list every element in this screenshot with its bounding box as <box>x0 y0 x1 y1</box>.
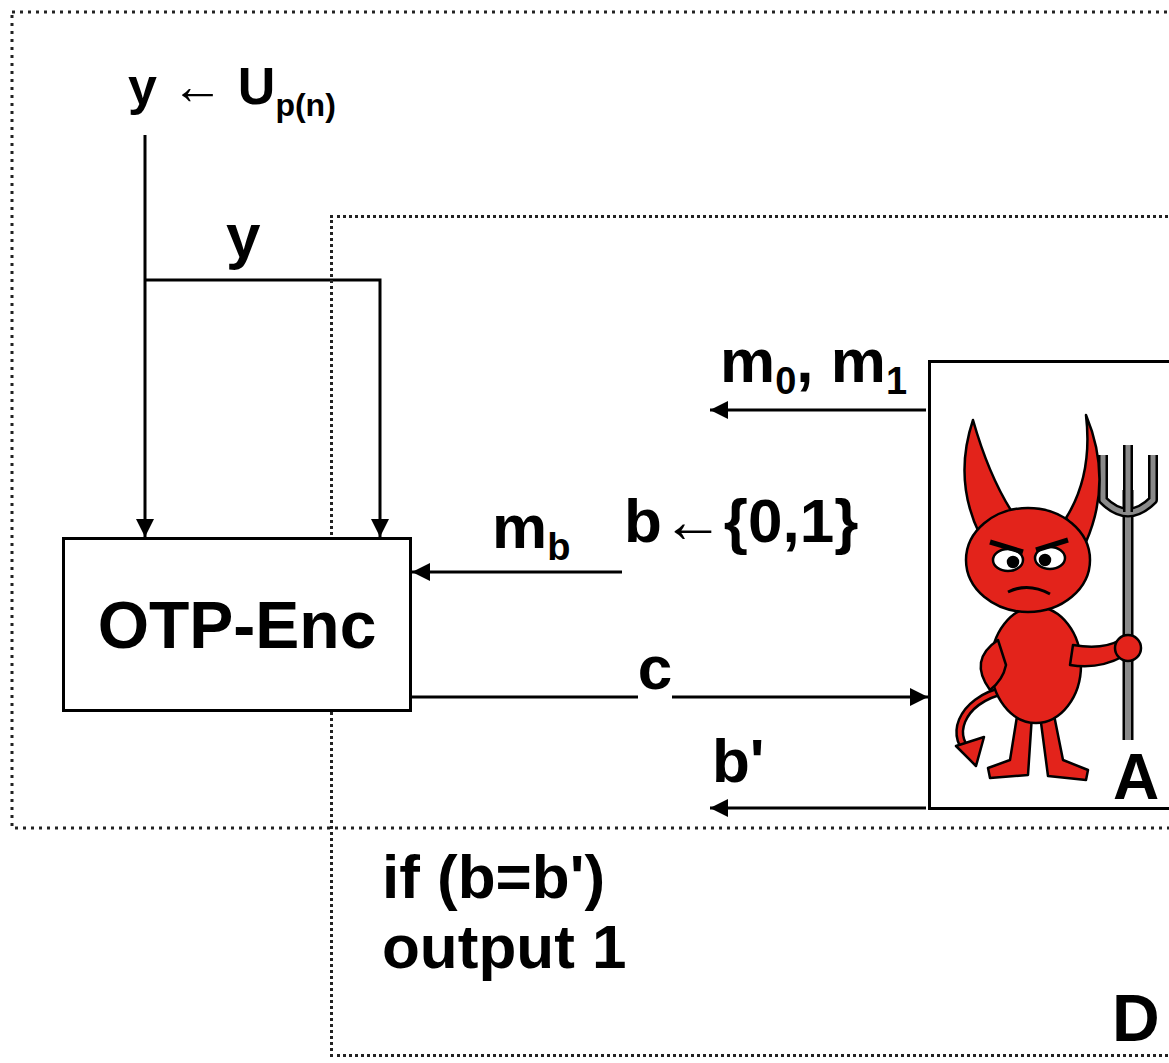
key-wire <box>144 135 147 537</box>
text-holder: A <box>1113 745 1159 809</box>
coin-label: b←{0,1} <box>624 490 858 552</box>
edge-label: c <box>638 633 672 702</box>
math-label: y <box>226 201 260 270</box>
adversary-box: A <box>928 360 1169 810</box>
subscript: 0 <box>775 360 796 402</box>
outer-dotted-frame <box>12 12 1169 828</box>
text-holder: D <box>1112 985 1160 1051</box>
text-holder: OTP-Enc <box>98 592 377 658</box>
random-source-label: y ← Up(n) <box>128 60 336 121</box>
guess-arrow <box>710 807 926 810</box>
math-label: m <box>720 326 775 395</box>
wire-label: y <box>226 205 260 267</box>
message-label: m0, m1 <box>720 330 907 400</box>
guess-label: b' <box>712 730 765 792</box>
process-box: OTP-Enc <box>62 537 412 712</box>
subscript: p(n) <box>275 87 335 123</box>
math-label: m <box>492 492 547 561</box>
edge-label-holder: c <box>638 637 672 699</box>
message-arrow <box>412 571 622 574</box>
math-label: , m <box>796 326 886 395</box>
box-label: A <box>1113 741 1159 813</box>
condition-text: if (b=b') output 1 <box>382 842 692 982</box>
math-label: y ← U <box>128 57 275 115</box>
subscript: b <box>547 526 570 568</box>
region-label: D <box>1112 981 1160 1055</box>
math-label: b←{0,1} <box>624 486 858 555</box>
key-wire <box>145 280 380 537</box>
math-label: b' <box>712 726 765 795</box>
text-holder: if (b=b') output 1 <box>382 842 692 982</box>
message-label: mb <box>492 496 570 566</box>
box-label: OTP-Enc <box>98 588 377 662</box>
message-arrow <box>710 409 926 412</box>
subscript: 1 <box>886 360 907 402</box>
